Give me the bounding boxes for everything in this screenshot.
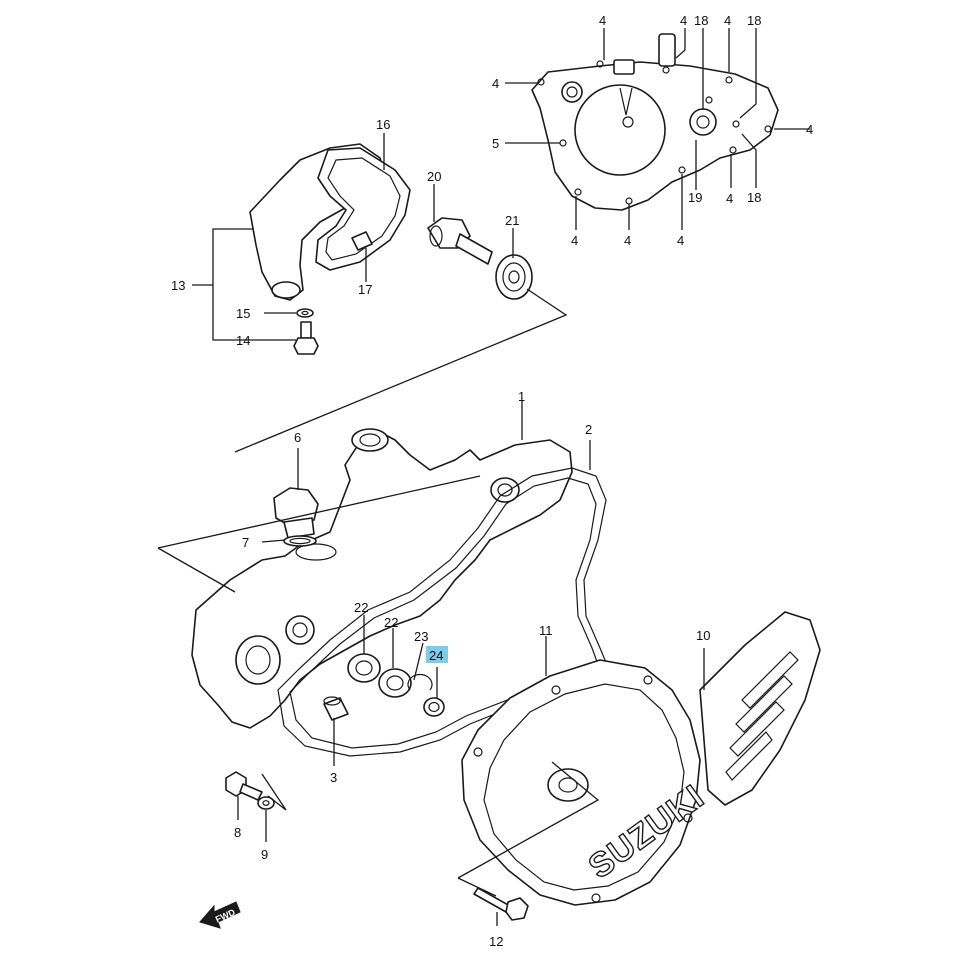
callout-1: 1 <box>518 389 525 404</box>
callout-18: 18 <box>747 13 761 28</box>
callout-21: 21 <box>505 213 519 228</box>
callout-14: 14 <box>236 333 250 348</box>
callout-24: 24 <box>429 648 443 663</box>
callout-labels: 4 4 18 4 18 4 4 5 19 4 18 4 4 4 16 20 21… <box>171 13 813 949</box>
callout-10: 10 <box>696 628 710 643</box>
oil-filler-cap-6 <box>273 487 319 539</box>
callout-11: 11 <box>539 623 553 638</box>
bearing-22b <box>378 668 412 698</box>
washer-15 <box>296 308 314 318</box>
callout-19: 19 <box>688 190 702 205</box>
crankcase-cover-1 <box>191 428 573 729</box>
callout-4: 4 <box>492 76 499 91</box>
callout-7: 7 <box>242 535 249 550</box>
callout-18: 18 <box>694 13 708 28</box>
callout-23: 23 <box>414 629 428 644</box>
dowel-pin-3 <box>323 696 349 721</box>
callout-15: 15 <box>236 306 250 321</box>
callout-9: 9 <box>261 847 268 862</box>
callout-4: 4 <box>624 233 631 248</box>
inner-cover-assembly <box>531 33 779 211</box>
dowel-pin-17 <box>351 231 373 251</box>
callout-22: 22 <box>384 615 398 630</box>
gasket-2 <box>277 467 611 757</box>
seal-24 <box>423 697 445 717</box>
washer-9 <box>257 796 275 810</box>
clutch-cover-11: SUZUKI <box>461 659 712 906</box>
callout-4: 4 <box>724 13 731 28</box>
callout-2: 2 <box>585 422 592 437</box>
callout-24-highlight <box>426 646 448 663</box>
callout-8: 8 <box>234 825 241 840</box>
callout-4: 4 <box>571 233 578 248</box>
callout-4: 4 <box>680 13 687 28</box>
pump-gasket-16 <box>315 147 411 271</box>
fwd-label: FWD <box>214 907 237 925</box>
bearing-21 <box>495 254 533 300</box>
drain-bolt-14 <box>293 321 319 355</box>
callout-17: 17 <box>358 282 372 297</box>
impeller-shaft-20 <box>427 217 493 265</box>
bearing-22a <box>347 653 381 683</box>
callout-16: 16 <box>376 117 390 132</box>
leader-lines <box>157 28 810 926</box>
callout-20: 20 <box>427 169 441 184</box>
callout-6: 6 <box>294 430 301 445</box>
o-ring-7 <box>283 535 317 547</box>
callout-4: 4 <box>806 122 813 137</box>
callout-3: 3 <box>330 770 337 785</box>
callout-13: 13 <box>171 278 185 293</box>
callout-18: 18 <box>747 190 761 205</box>
callout-4: 4 <box>726 191 733 206</box>
callout-12: 12 <box>489 934 503 949</box>
bolt-8 <box>225 771 263 801</box>
circlip-23 <box>407 673 433 691</box>
callout-5: 5 <box>492 136 499 151</box>
bolt-12 <box>473 887 529 921</box>
forward-direction-arrow: FWD <box>199 901 241 929</box>
sprocket-cover-10 <box>699 611 821 806</box>
callout-4: 4 <box>677 233 684 248</box>
callout-4: 4 <box>599 13 606 28</box>
callout-22: 22 <box>354 600 368 615</box>
